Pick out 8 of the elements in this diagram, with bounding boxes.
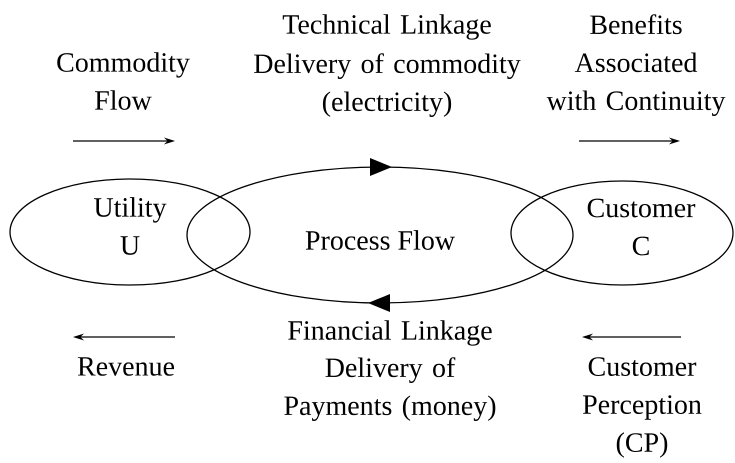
label-text: Financial Linkage <box>288 320 492 346</box>
label-text: Delivery of commodity (electricity) <box>254 53 521 117</box>
label-text: Benefits Associated with Continuity <box>546 14 726 116</box>
label-text: Customer Perception (CP) <box>582 357 702 458</box>
label-text: Delivery of Payments (money) <box>284 357 496 421</box>
label-text: Commodity Flow <box>57 52 190 110</box>
label-text: Revenue <box>78 357 174 376</box>
label-text: Technical Linkage <box>282 14 491 40</box>
